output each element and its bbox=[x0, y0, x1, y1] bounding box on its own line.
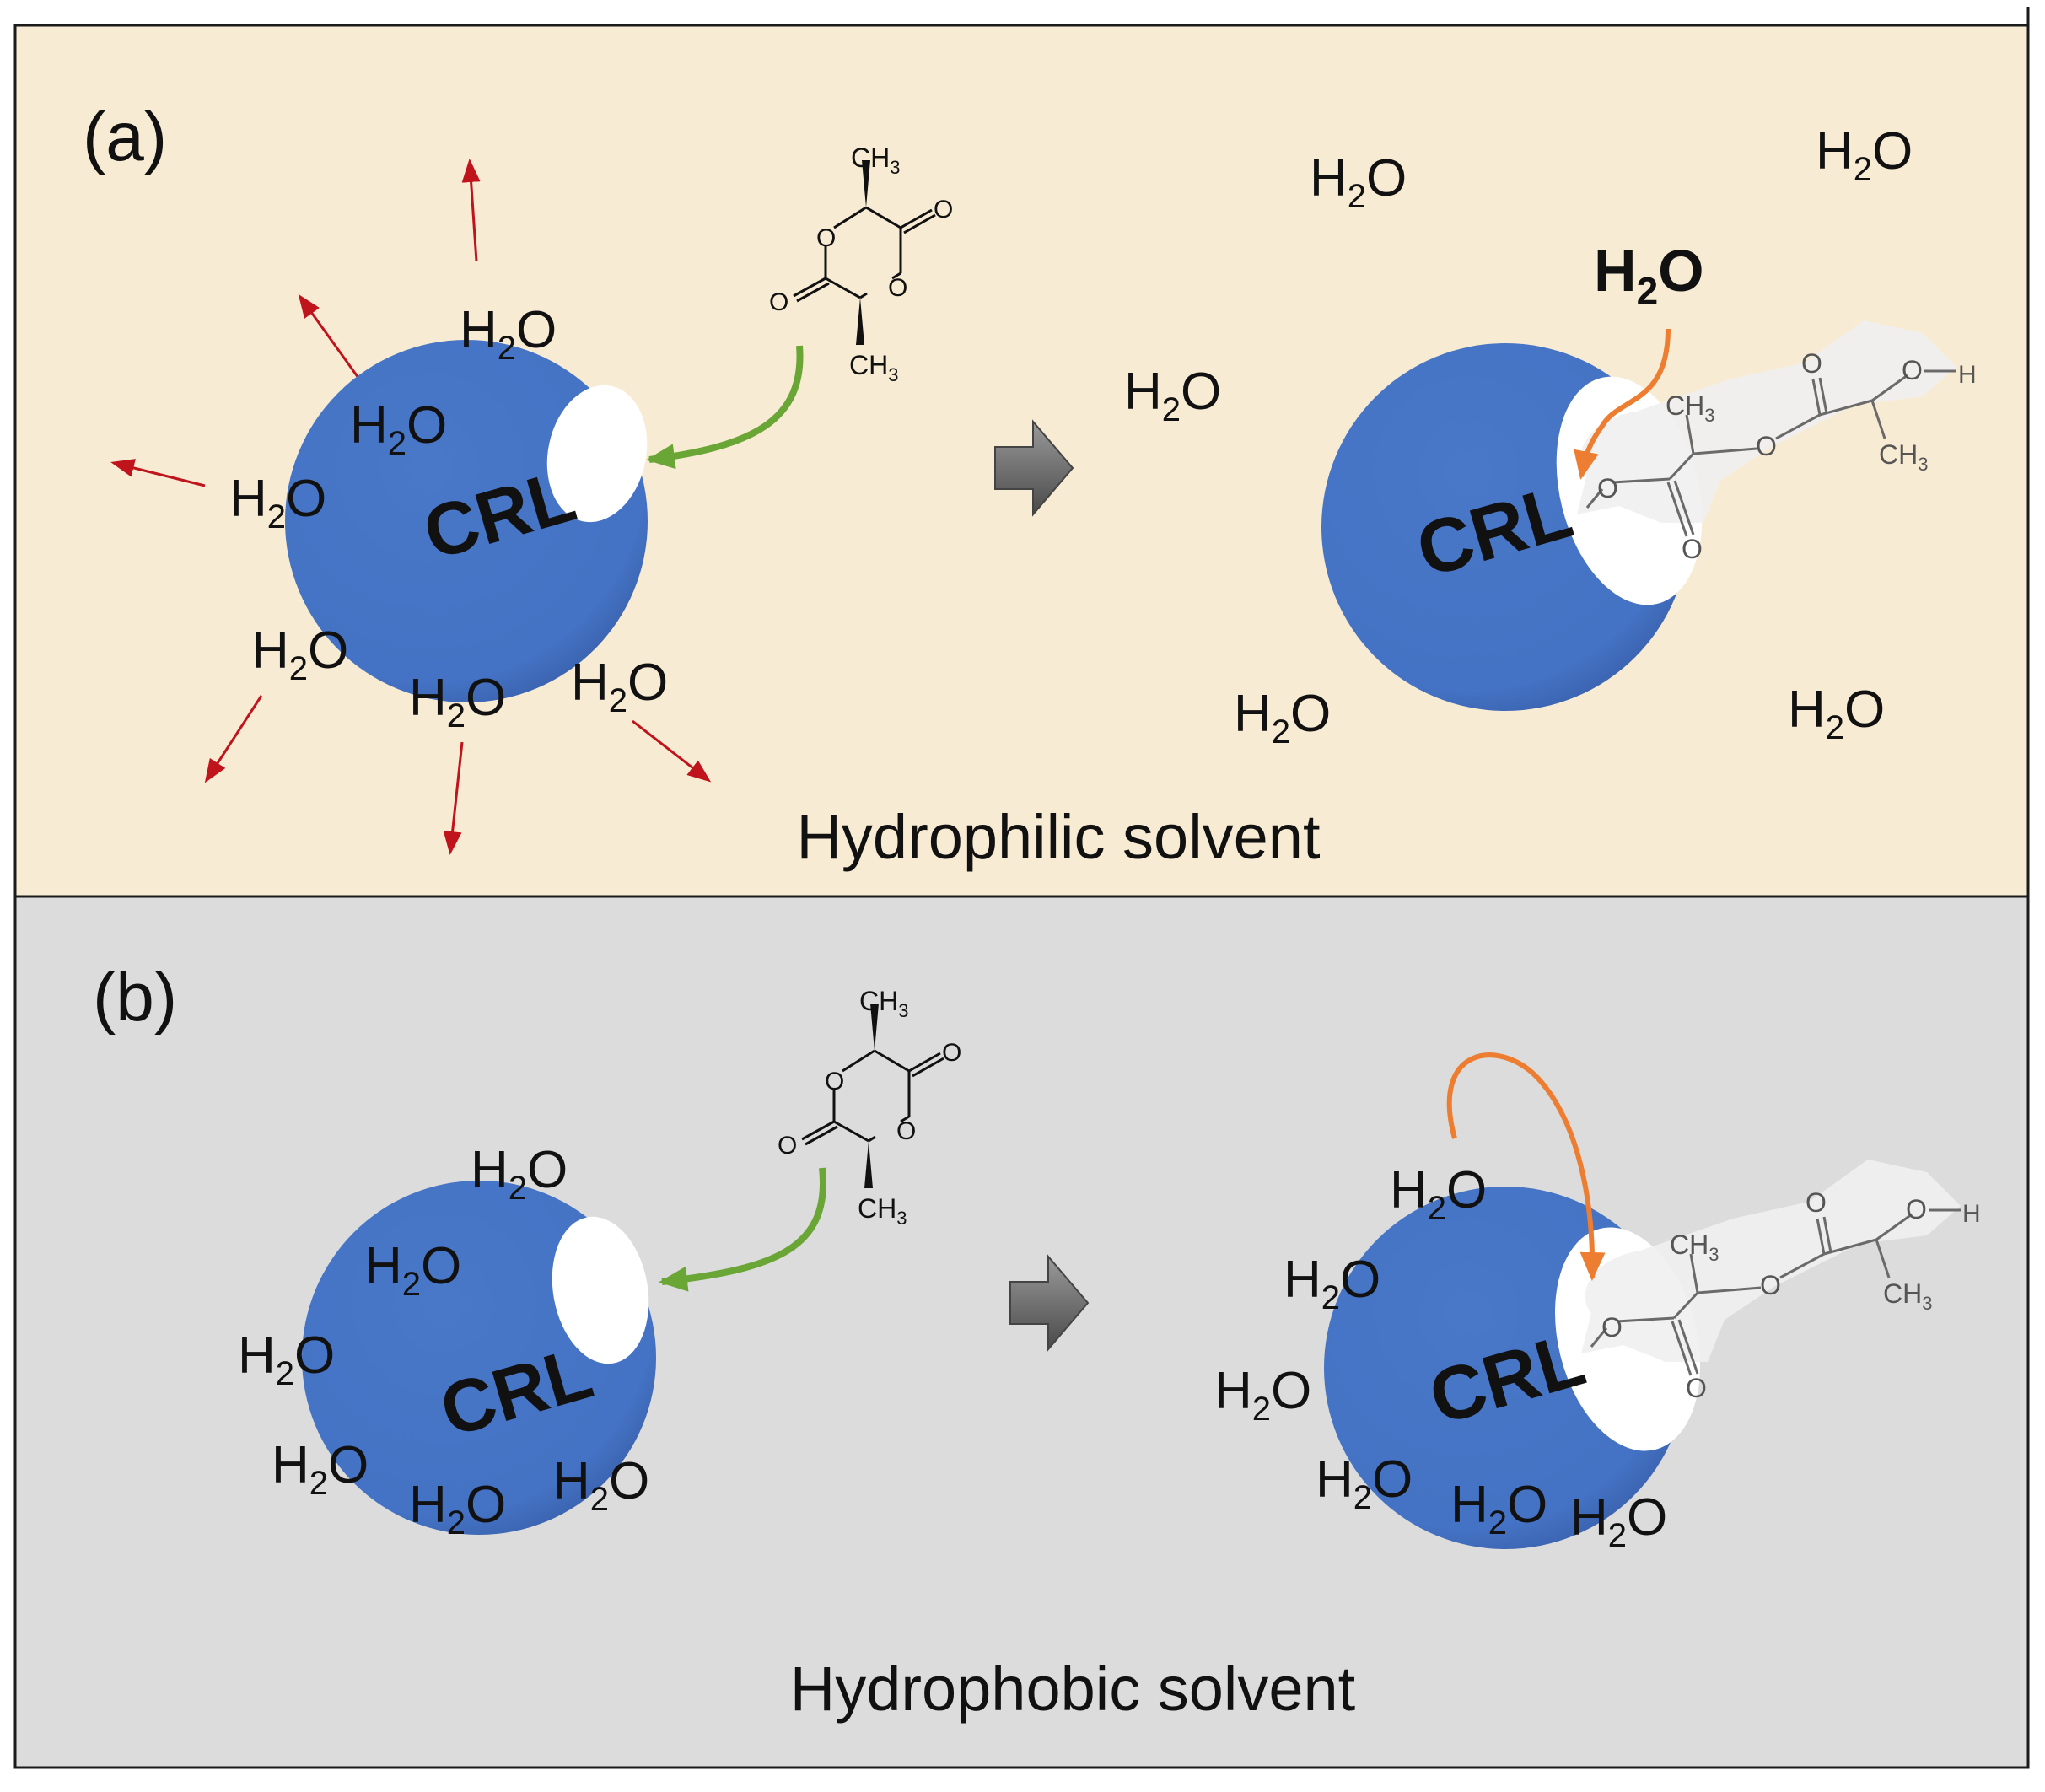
water-label: H2O bbox=[1284, 1251, 1380, 1316]
water-label: H2O bbox=[1816, 122, 1913, 188]
water-label: H2O bbox=[350, 396, 447, 462]
active-site bbox=[546, 385, 648, 523]
hydrolysis-arrow bbox=[1446, 1052, 1606, 1281]
lactide-methyl-bottom: CH3 bbox=[849, 350, 898, 385]
hydroxyl-hydrogen: H bbox=[1958, 361, 1977, 389]
lactide-molecule-b: CH3 CH3 O O O O bbox=[778, 986, 961, 1229]
lactide-ring-oxygen: O bbox=[825, 1068, 844, 1095]
hydroxyl-oxygen: O bbox=[1902, 355, 1923, 385]
right-arrow-icon bbox=[1009, 1254, 1090, 1352]
lactide-methyl-top: CH3 bbox=[859, 986, 908, 1021]
water-label: H2O bbox=[229, 470, 326, 535]
ester-oxygen: O bbox=[1756, 431, 1777, 461]
lactide-carbonyl-oxygen: O bbox=[778, 1132, 797, 1160]
lactide-carbonyl-oxygen: O bbox=[934, 196, 953, 223]
water-label: H2O bbox=[471, 1141, 568, 1207]
carbonyl-oxygen: O bbox=[1682, 534, 1703, 564]
lactide-methyl-bottom: CH3 bbox=[858, 1193, 907, 1229]
panel-a-caption: Hydrophilic solvent bbox=[796, 802, 1320, 872]
enzyme-a-left: CRL bbox=[285, 340, 648, 702]
lactide-methyl-top: CH3 bbox=[851, 143, 900, 178]
ester-oxygen: O bbox=[1760, 1270, 1781, 1300]
hydrolysis-arrow bbox=[1574, 328, 1671, 480]
enzyme-b-left: CRL bbox=[302, 1181, 656, 1535]
right-arrow-icon bbox=[994, 419, 1074, 517]
carbonyl-oxygen: O bbox=[1686, 1373, 1707, 1403]
water-nucleophile-label: H2O bbox=[1594, 238, 1704, 313]
lactide-ring-oxygen: O bbox=[896, 1117, 916, 1145]
ester-oxygen: O bbox=[1597, 473, 1618, 503]
water-label: H2O bbox=[238, 1327, 335, 1392]
product-methyl: CH3 bbox=[1883, 1278, 1932, 1314]
water-label: H2O bbox=[460, 301, 557, 367]
water-label: H2O bbox=[552, 1452, 649, 1518]
hydroxyl-oxygen: O bbox=[1906, 1194, 1927, 1224]
water-label: H2O bbox=[1234, 685, 1331, 751]
panel-b-label: (b) bbox=[93, 959, 177, 1036]
water-label: H2O bbox=[409, 669, 506, 735]
lactide-ring-oxygen: O bbox=[816, 224, 836, 252]
water-molecules-a-left: H2O H2O H2O H2O H2O H2O bbox=[229, 301, 668, 735]
carbonyl-oxygen: O bbox=[1806, 1187, 1827, 1218]
water-label: H2O bbox=[1124, 363, 1221, 428]
water-label: H2O bbox=[1316, 1450, 1413, 1516]
hydroxyl-hydrogen: H bbox=[1962, 1200, 1981, 1228]
water-label: H2O bbox=[251, 622, 348, 687]
water-label: H2O bbox=[1570, 1488, 1667, 1554]
water-label: H2O bbox=[1310, 149, 1407, 215]
lactide-carbonyl-oxygen: O bbox=[769, 288, 788, 316]
lactide-carbonyl-oxygen: O bbox=[942, 1039, 961, 1067]
substrate-binding-arrow bbox=[646, 345, 804, 470]
product-methyl: CH3 bbox=[1666, 390, 1714, 426]
panel-a-label: (a) bbox=[83, 99, 167, 175]
product-methyl: CH3 bbox=[1879, 439, 1928, 475]
ester-oxygen: O bbox=[1601, 1312, 1623, 1343]
water-molecules-a-right: H2O H2O H2O H2O H2O H2O bbox=[1124, 122, 1913, 751]
water-loss-arrows bbox=[110, 159, 712, 855]
water-molecules-b-left: H2O H2O H2O H2O H2O H2O bbox=[238, 1141, 649, 1542]
water-label: H2O bbox=[1214, 1362, 1311, 1428]
active-site bbox=[552, 1216, 649, 1364]
product-methyl: CH3 bbox=[1670, 1230, 1719, 1265]
water-label: H2O bbox=[272, 1436, 369, 1502]
water-label: H2O bbox=[409, 1476, 506, 1542]
water-label: H2O bbox=[571, 654, 668, 719]
lactide-ring-oxygen: O bbox=[888, 274, 907, 302]
water-label: H2O bbox=[1450, 1476, 1547, 1542]
acyl-enzyme-chain-b: O O CH3 O O CH3 O H bbox=[1579, 1158, 1981, 1403]
panel-b-caption: Hydrophobic solvent bbox=[790, 1654, 1356, 1724]
acyl-enzyme-chain-a: O O CH3 O O CH3 O H bbox=[1575, 319, 1977, 564]
water-label: H2O bbox=[364, 1237, 461, 1303]
carbonyl-oxygen: O bbox=[1801, 348, 1822, 379]
water-label: H2O bbox=[1390, 1161, 1487, 1227]
lactide-molecule-a: CH3 CH3 O O O O bbox=[769, 143, 953, 385]
water-molecules-b-right: H2O H2O H2O H2O H2O H2O bbox=[1214, 1161, 1667, 1554]
water-label: H2O bbox=[1788, 681, 1885, 746]
substrate-binding-arrow bbox=[659, 1167, 826, 1292]
